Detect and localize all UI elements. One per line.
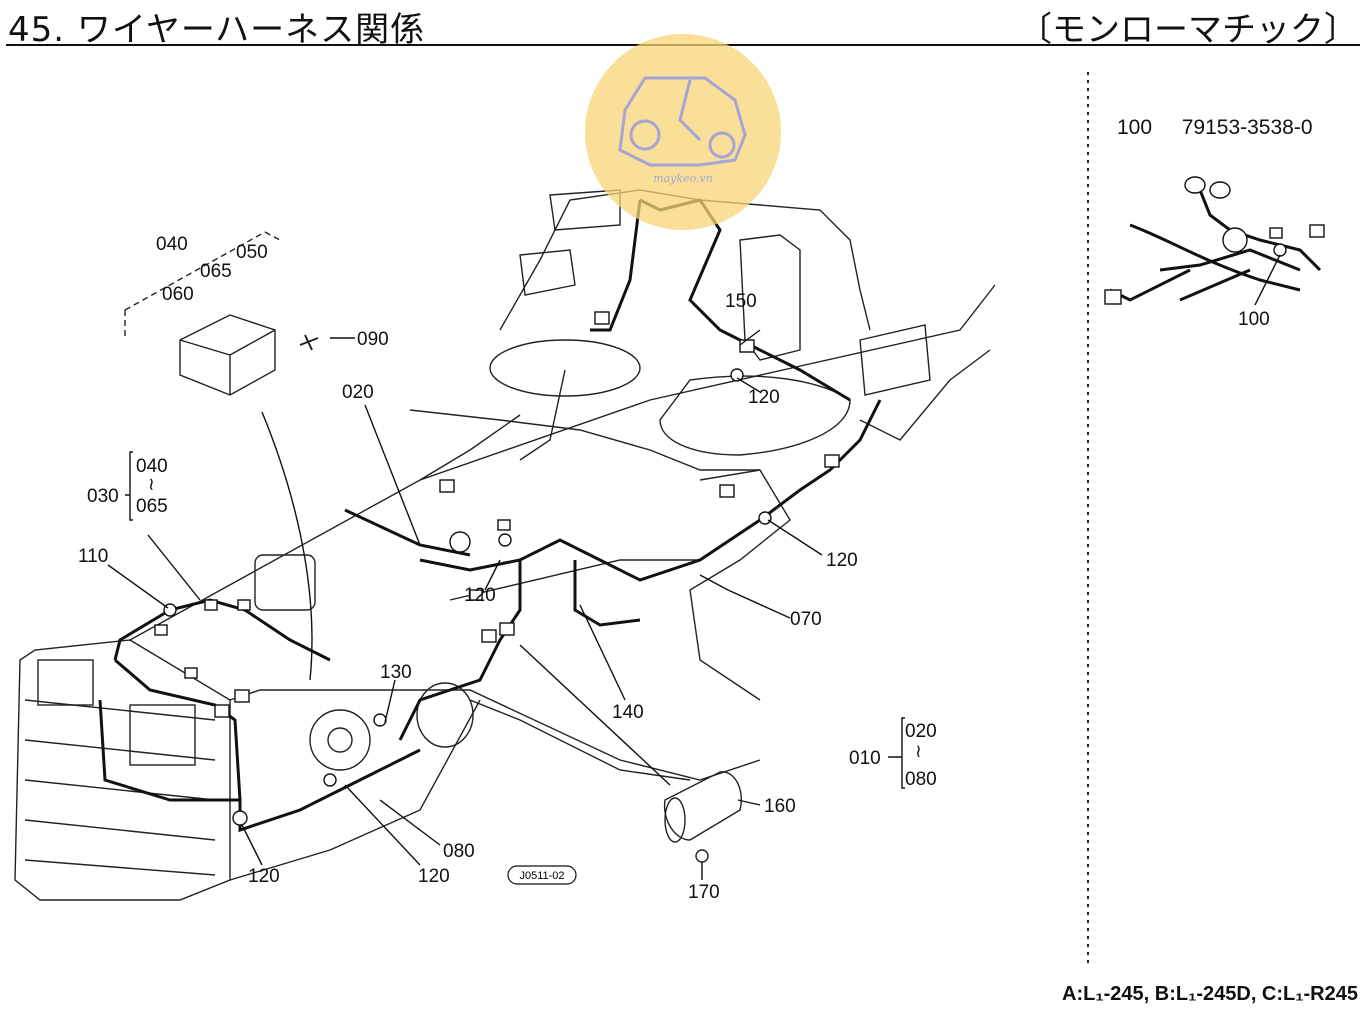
watermark-logo: maykeo.vn bbox=[585, 34, 781, 230]
callout-060: 060 bbox=[162, 284, 194, 305]
callout-080: 080 bbox=[443, 841, 475, 862]
callout-065: 065 bbox=[200, 261, 232, 282]
group-010-to: 080 bbox=[905, 769, 937, 790]
callout-labels: 040 050 065 060 090 020 110 150 120 120 … bbox=[78, 234, 1270, 903]
tractor-drawing bbox=[14, 72, 1089, 965]
group-030: 030 040 ≀ 065 bbox=[87, 451, 168, 521]
watermark-text: maykeo.vn bbox=[653, 172, 713, 185]
starter-motor bbox=[416, 682, 474, 748]
side-panel-part-number: 79153-3538-0 bbox=[1181, 116, 1313, 139]
headlight-right bbox=[129, 704, 196, 766]
model-type-label: 〔モンローマチック〕 bbox=[1018, 10, 1358, 50]
tractor-icon bbox=[618, 76, 747, 167]
relay-box bbox=[179, 314, 276, 396]
clip-bolt bbox=[695, 849, 709, 863]
model-applicability: A:L₁-245, B:L₁-245D, C:L₁-R245 bbox=[1062, 983, 1358, 1005]
callout-120-right: 120 bbox=[826, 550, 858, 571]
callout-110: 110 bbox=[78, 546, 108, 567]
drawing-code: J0511-02 bbox=[507, 865, 577, 885]
group-010: 010 020 ≀ 080 bbox=[849, 717, 937, 790]
callout-070: 070 bbox=[790, 609, 822, 630]
group-010-from: 020 bbox=[905, 721, 937, 742]
callout-140: 140 bbox=[612, 702, 644, 723]
callout-120-center: 120 bbox=[464, 585, 496, 606]
group-030-to: 065 bbox=[136, 496, 168, 517]
callout-040: 040 bbox=[156, 234, 188, 255]
seat bbox=[659, 375, 851, 456]
harness-cables bbox=[98, 189, 1322, 833]
callout-020: 020 bbox=[342, 382, 374, 403]
callout-160: 160 bbox=[764, 796, 796, 817]
callout-090: 090 bbox=[357, 329, 389, 350]
callout-120-seat: 120 bbox=[748, 387, 780, 408]
callout-130: 130 bbox=[380, 662, 412, 683]
callout-050: 050 bbox=[236, 242, 268, 263]
callout-120-left: 120 bbox=[248, 866, 280, 887]
group-030-from: 040 bbox=[136, 456, 168, 477]
connectors bbox=[154, 176, 1325, 826]
callout-120-bottom: 120 bbox=[418, 866, 450, 887]
harness-sleeve bbox=[663, 771, 742, 841]
group-030-sep: ≀ bbox=[148, 474, 155, 494]
group-010-sep: ≀ bbox=[915, 741, 922, 761]
steering-wheel bbox=[489, 339, 641, 397]
drawing-code-text: J0511-02 bbox=[519, 870, 564, 882]
callout-170: 170 bbox=[688, 882, 720, 903]
callout-100: 100 bbox=[1238, 309, 1270, 330]
leader-lines bbox=[107, 254, 1281, 880]
battery bbox=[254, 554, 316, 611]
side-panel-part: 100 79153-3538-0 bbox=[1117, 116, 1313, 140]
group-030-label: 030 bbox=[87, 486, 119, 507]
callout-150: 150 bbox=[725, 291, 757, 312]
side-panel-item: 100 bbox=[1117, 116, 1153, 139]
alternator bbox=[309, 709, 371, 771]
headlight-left bbox=[37, 659, 94, 706]
group-010-label: 010 bbox=[849, 748, 881, 769]
page-title: 45. ワイヤーハーネス関係 bbox=[8, 10, 426, 50]
